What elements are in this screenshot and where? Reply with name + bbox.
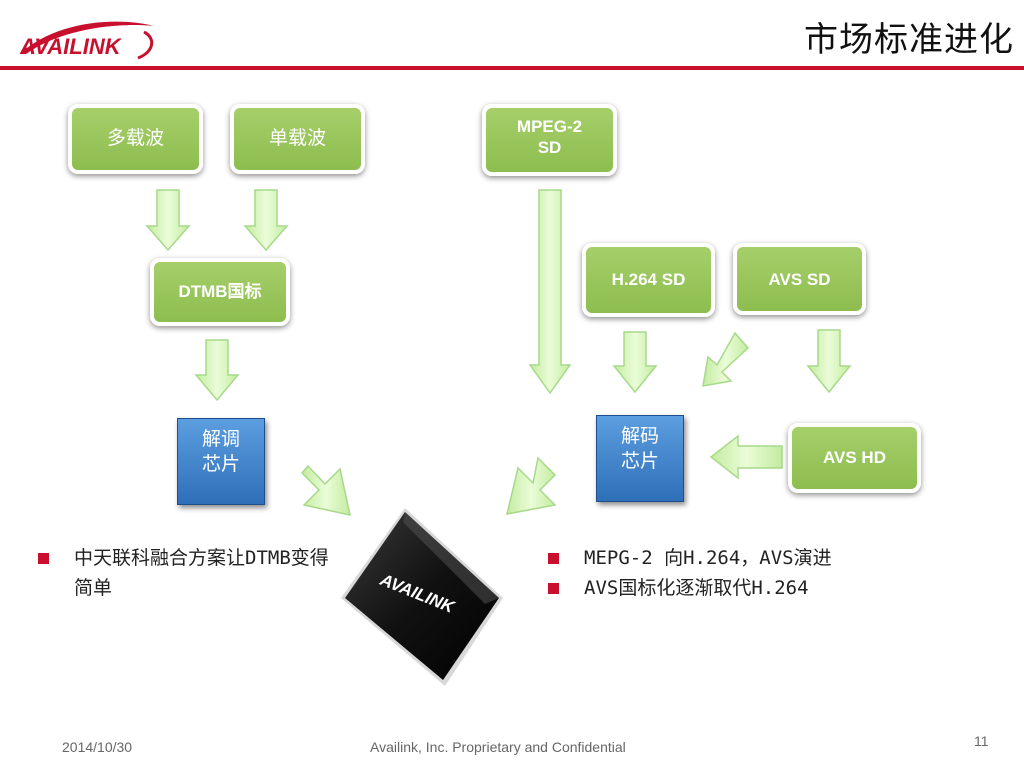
mpeg2-label-line2: SD bbox=[537, 138, 562, 158]
avs-hd-label: AVS HD bbox=[823, 448, 886, 468]
slide-title: 市场标准进化 bbox=[804, 20, 1014, 60]
mpeg2-box: MPEG-2 SD bbox=[482, 104, 617, 176]
bullet-item: MEPG-2 向H.264，AVS演进 bbox=[546, 543, 1016, 573]
h264-sd-label: H.264 SD bbox=[611, 270, 686, 290]
bullet-text: 中天联科融合方案让DTMB变得简单 bbox=[74, 547, 329, 599]
arrow-down-multi bbox=[145, 189, 191, 252]
title-divider bbox=[0, 66, 1024, 70]
footer-date: 2014/10/30 bbox=[62, 739, 133, 755]
multi-carrier-label: 多载波 bbox=[106, 128, 164, 150]
bullet-item: AVS国标化逐渐取代H.264 bbox=[546, 573, 1016, 603]
single-carrier-label: 单载波 bbox=[268, 128, 326, 150]
bullet-square-icon bbox=[38, 553, 49, 564]
dtmb-box: DTMB国标 bbox=[150, 258, 290, 326]
avs-hd-box: AVS HD bbox=[788, 423, 921, 493]
demod-line2: 芯片 bbox=[201, 453, 240, 475]
demod-chip-box: 解调 芯片 bbox=[177, 418, 265, 505]
arrow-diag-avs bbox=[702, 331, 750, 387]
arrow-down-single bbox=[243, 189, 289, 252]
decode-line2: 芯片 bbox=[620, 450, 659, 472]
single-carrier-box: 单载波 bbox=[230, 104, 365, 174]
decode-line1: 解码 bbox=[620, 425, 659, 447]
footer-confidential: Availink, Inc. Proprietary and Confident… bbox=[370, 739, 626, 755]
multi-carrier-box: 多载波 bbox=[68, 104, 203, 174]
avs-sd-box: AVS SD bbox=[733, 243, 866, 315]
h264-sd-box: H.264 SD bbox=[582, 243, 715, 317]
bullet-square-icon bbox=[548, 583, 559, 594]
bullet-text: MEPG-2 向H.264，AVS演进 bbox=[584, 547, 832, 569]
arrow-left-avs-hd bbox=[709, 434, 783, 480]
mpeg2-label-line1: MPEG-2 bbox=[516, 117, 583, 136]
availink-chip-image: AVAILINK bbox=[341, 508, 503, 686]
arrow-down-h264 bbox=[612, 331, 658, 394]
bullet-text: AVS国标化逐渐取代H.264 bbox=[584, 577, 809, 599]
arrow-down-mpeg2 bbox=[528, 189, 572, 395]
avs-sd-label: AVS SD bbox=[768, 270, 831, 289]
dtmb-label: DTMB国标 bbox=[178, 282, 262, 302]
availink-logo: AVAILINK bbox=[19, 21, 154, 60]
bullet-item: 中天联科融合方案让DTMB变得简单 bbox=[36, 543, 336, 603]
page-number: 11 bbox=[974, 733, 989, 749]
arrow-down-avs-sd bbox=[806, 329, 852, 394]
bullets-right: MEPG-2 向H.264，AVS演进 AVS国标化逐渐取代H.264 bbox=[546, 543, 1016, 603]
bullet-square-icon bbox=[548, 553, 559, 564]
bullets-left: 中天联科融合方案让DTMB变得简单 bbox=[36, 543, 336, 603]
arrow-down-dtmb bbox=[194, 339, 240, 402]
decode-chip-box: 解码 芯片 bbox=[596, 415, 684, 502]
logo-text: AVAILINK bbox=[19, 34, 123, 59]
demod-line1: 解调 bbox=[201, 428, 240, 450]
